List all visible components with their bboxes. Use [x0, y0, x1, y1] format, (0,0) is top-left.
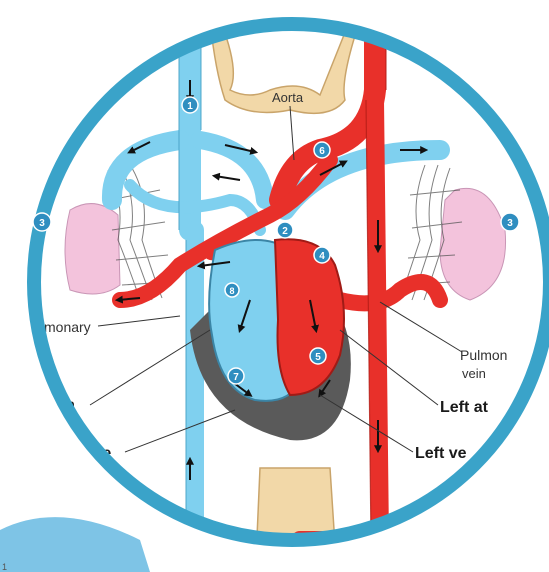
corner-bubble — [0, 517, 150, 572]
marker-4: 4 — [314, 247, 330, 263]
marker-3-right: 3 — [501, 213, 519, 231]
label-left-atrium: Left at — [440, 399, 489, 416]
svg-text:3: 3 — [39, 218, 45, 229]
marker-6: 6 — [314, 142, 330, 158]
marker-5: 5 — [310, 348, 326, 364]
svg-text:7: 7 — [233, 372, 239, 383]
marker-7: 7 — [228, 368, 244, 384]
left-lung — [65, 204, 120, 294]
marker-2: 2 — [277, 222, 293, 238]
marker-8: 8 — [225, 283, 239, 297]
svg-text:6: 6 — [319, 146, 325, 157]
corner-bubble-text: 1 — [2, 562, 7, 572]
marker-1: 1 — [182, 97, 198, 113]
svg-text:2: 2 — [282, 226, 288, 237]
svg-text:5: 5 — [315, 352, 321, 363]
label-pulmonary-left: monary — [44, 319, 91, 335]
svg-text:8: 8 — [229, 286, 234, 296]
label-aorta: Aorta — [272, 90, 304, 105]
label-pulmonary-vein-2: vein — [462, 366, 486, 381]
svg-text:4: 4 — [319, 251, 325, 262]
svg-text:1: 1 — [187, 101, 193, 112]
label-left-ventricle: Left ve — [415, 445, 467, 462]
marker-3-left: 3 — [33, 213, 51, 231]
svg-text:3: 3 — [507, 218, 513, 229]
label-pulmonary-vein: Pulmon — [460, 347, 507, 363]
